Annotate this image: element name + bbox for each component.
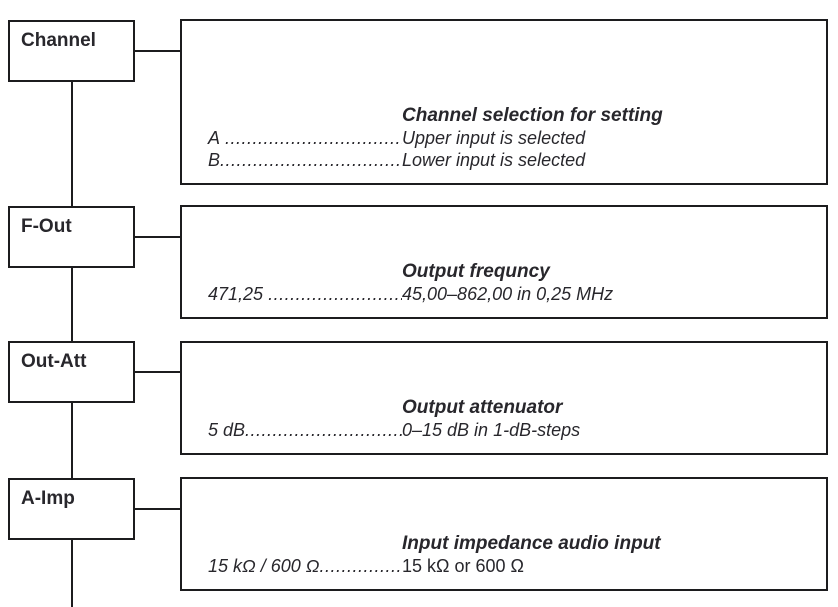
menu-key-box-a-imp: A-Imp xyxy=(8,478,135,540)
connector-line-horizontal xyxy=(135,50,180,52)
dot-leader: ........................................… xyxy=(268,284,402,304)
setting-value-label: B xyxy=(208,150,221,170)
description-box-a-imp: Input impedance audio input 15 kΩ / 600 … xyxy=(180,477,828,591)
description-box-channel: Channel selection for setting A ........… xyxy=(180,19,828,185)
description-content: Output attenuator 5 dB..................… xyxy=(208,397,818,441)
description-content: Output frequncy 471,25 .................… xyxy=(208,261,818,305)
menu-key-box-channel: Channel xyxy=(8,20,135,82)
setting-value-label: 15 kΩ / 600 Ω xyxy=(208,556,320,576)
menu-key-label: A-Imp xyxy=(21,488,75,509)
menu-key-label: Channel xyxy=(21,30,96,51)
connector-line-vertical xyxy=(71,82,73,206)
connector-line-horizontal xyxy=(135,236,180,238)
setting-row: 15 kΩ / 600 Ω...........................… xyxy=(208,555,818,577)
dot-leader: ........................................… xyxy=(225,128,402,148)
setting-value-label: 471,25 xyxy=(208,284,264,304)
connector-line-vertical xyxy=(71,403,73,478)
connector-line-horizontal xyxy=(135,508,180,510)
menu-key-box-out-att: Out-Att xyxy=(8,341,135,403)
description-title: Output attenuator xyxy=(402,397,563,418)
connector-line-horizontal xyxy=(135,371,180,373)
menu-key-label: F-Out xyxy=(21,216,72,237)
setting-value-label: 5 dB xyxy=(208,420,246,440)
setting-description: 45,00–862,00 in 0,25 MHz xyxy=(402,284,614,304)
setting-description: Lower input is selected xyxy=(402,150,586,170)
description-title: Channel selection for setting xyxy=(402,105,663,126)
description-box-f-out: Output frequncy 471,25 .................… xyxy=(180,205,828,319)
setting-row: B.......................................… xyxy=(208,149,818,171)
description-content: Channel selection for setting A ........… xyxy=(208,105,818,171)
connector-line-vertical xyxy=(71,540,73,607)
setting-description: 0–15 dB in 1-dB-steps xyxy=(402,420,581,440)
menu-key-label: Out-Att xyxy=(21,351,87,372)
setting-row: 471,25 .................................… xyxy=(208,283,818,305)
description-box-out-att: Output attenuator 5 dB..................… xyxy=(180,341,828,455)
menu-key-box-f-out: F-Out xyxy=(8,206,135,268)
description-title: Input impedance audio input xyxy=(402,533,661,554)
setting-description: 15 kΩ or 600 Ω xyxy=(402,556,524,576)
setting-row: 5 dB....................................… xyxy=(208,419,818,441)
setting-description: Upper input is selected xyxy=(402,128,586,148)
description-title: Output frequncy xyxy=(402,261,550,282)
dot-leader: ........................................… xyxy=(319,556,402,576)
setting-row: A ......................................… xyxy=(208,127,818,149)
dot-leader: ........................................… xyxy=(220,150,402,170)
description-content: Input impedance audio input 15 kΩ / 600 … xyxy=(208,533,818,577)
dot-leader: ........................................… xyxy=(245,420,402,440)
setting-value-label: A xyxy=(208,128,221,148)
connector-line-vertical xyxy=(71,268,73,341)
